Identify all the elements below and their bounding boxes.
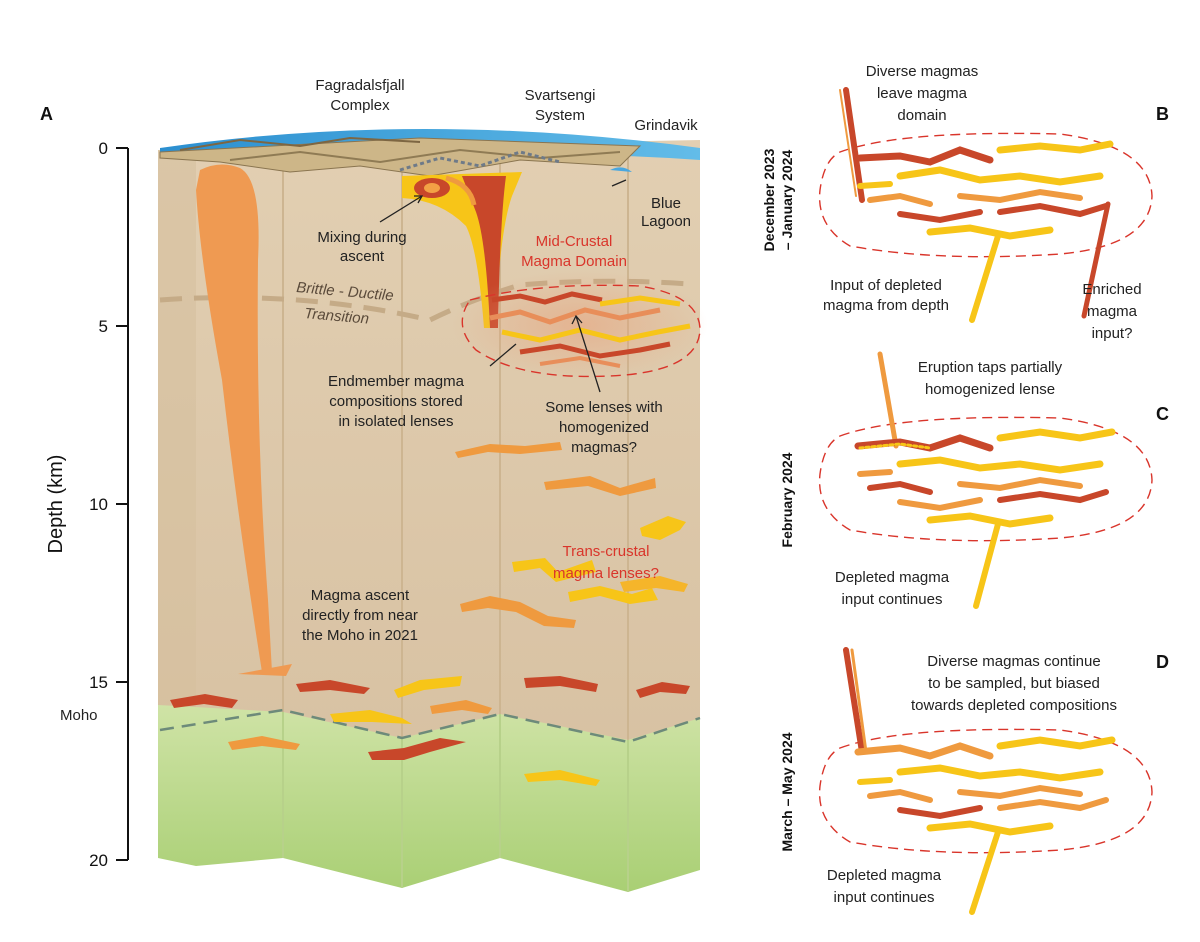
label-ascent-1: Magma ascent	[311, 587, 410, 604]
panel-d-letter: D	[1156, 652, 1169, 672]
panel-b: B December 2023 – January 2024 Diverse m…	[761, 63, 1169, 342]
depth-axis: 0 5 10 15 20 Moho Depth (km)	[45, 139, 129, 870]
deep-lenses	[170, 442, 690, 786]
panel-b-lenses	[839, 87, 1114, 323]
mid-crustal-domain	[452, 270, 708, 380]
panel-b-label-input-1: Input of depleted	[830, 277, 942, 294]
panel-d-label-diverse-3: towards depleted compositions	[911, 697, 1117, 714]
panel-b-date-2: – January 2024	[779, 150, 795, 251]
fagradalsfjall-conduit	[196, 164, 272, 672]
panel-c-label-taps-2: homogenized lense	[925, 381, 1055, 398]
label-mixing-2: ascent	[340, 248, 385, 265]
label-mid-crustal-1: Mid-Crustal	[536, 233, 613, 250]
panel-b-label-enriched-2: magma	[1087, 303, 1138, 320]
panel-b-letter: B	[1156, 104, 1169, 124]
panel-b-label-diverse-1: Diverse magmas	[866, 63, 979, 80]
depth-axis-title: Depth (km)	[45, 455, 67, 554]
tick-15: 15	[89, 673, 108, 692]
panel-d-date: March – May 2024	[779, 732, 795, 851]
panel-b-label-input-2: magma from depth	[823, 297, 949, 314]
panel-a-letter: A	[40, 104, 53, 124]
panel-c-letter: C	[1156, 404, 1169, 424]
label-fagradalsfjall-1: Fagradalsfjall	[315, 77, 404, 94]
moho-label: Moho	[60, 707, 98, 724]
label-ascent-3: the Moho in 2021	[302, 627, 418, 644]
panel-c-domain	[818, 416, 1153, 542]
panel-b-label-diverse-2: leave magma	[877, 85, 968, 102]
tick-20: 20	[89, 851, 108, 870]
panel-d-domain	[818, 728, 1153, 854]
panel-b-label-diverse-3: domain	[897, 107, 946, 124]
mantle-block	[158, 705, 700, 892]
label-mid-crustal-2: Magma Domain	[521, 253, 627, 270]
moho-line	[159, 708, 701, 744]
panel-d-label-diverse-2: to be sampled, but biased	[928, 675, 1100, 692]
panel-a: A	[40, 77, 708, 892]
panel-b-label-enriched-1: Enriched	[1082, 281, 1141, 298]
label-endmember-3: in isolated lenses	[338, 413, 453, 430]
label-fagradalsfjall-2: Complex	[330, 97, 390, 114]
panel-b-label-enriched-3: input?	[1092, 325, 1133, 342]
tick-10: 10	[89, 495, 108, 514]
label-svartsengi-2: System	[535, 107, 585, 124]
label-mixing-1: Mixing during	[317, 229, 406, 246]
panel-d-lenses	[843, 647, 1116, 915]
label-brittle-2: Transition	[304, 305, 370, 328]
panel-c-label-depleted-1: Depleted magma	[835, 569, 950, 586]
panel-c-date: February 2024	[779, 452, 795, 547]
label-some-lenses-1: Some lenses with	[545, 399, 663, 416]
panel-d: D March – May 2024 Diverse magmas contin…	[779, 647, 1169, 915]
tick-0: 0	[99, 139, 108, 158]
label-endmember-2: compositions stored	[329, 393, 462, 410]
label-some-lenses-3: magmas?	[571, 439, 637, 456]
panel-c-label-taps-1: Eruption taps partially	[918, 359, 1063, 376]
label-blue-lagoon-1: Blue	[651, 195, 681, 212]
panel-c-label-depleted-2: input continues	[842, 591, 943, 608]
panel-d-label-diverse-1: Diverse magmas continue	[927, 653, 1100, 670]
panel-d-label-depleted-2: input continues	[834, 889, 935, 906]
label-trans-crustal-2: magma lenses?	[553, 565, 659, 582]
label-blue-lagoon-2: Lagoon	[641, 213, 691, 230]
panel-b-date-1: December 2023	[761, 148, 777, 251]
label-grindavik: Grindavik	[634, 117, 698, 134]
tick-5: 5	[99, 317, 108, 336]
annotation-arrows	[379, 179, 627, 393]
panel-b-domain	[818, 132, 1153, 258]
label-some-lenses-2: homogenized	[559, 419, 649, 436]
panel-d-label-depleted-1: Depleted magma	[827, 867, 942, 884]
label-trans-crustal-1: Trans-crustal	[563, 543, 650, 560]
label-endmember-1: Endmember magma	[328, 373, 465, 390]
conduit-base-lense	[238, 664, 292, 676]
label-svartsengi-1: Svartsengi	[525, 87, 596, 104]
surface	[159, 129, 700, 177]
panel-c-lenses	[854, 351, 1116, 609]
label-ascent-2: directly from near	[302, 607, 418, 624]
panel-c: C February 2024 Eruption taps partially …	[779, 351, 1169, 609]
